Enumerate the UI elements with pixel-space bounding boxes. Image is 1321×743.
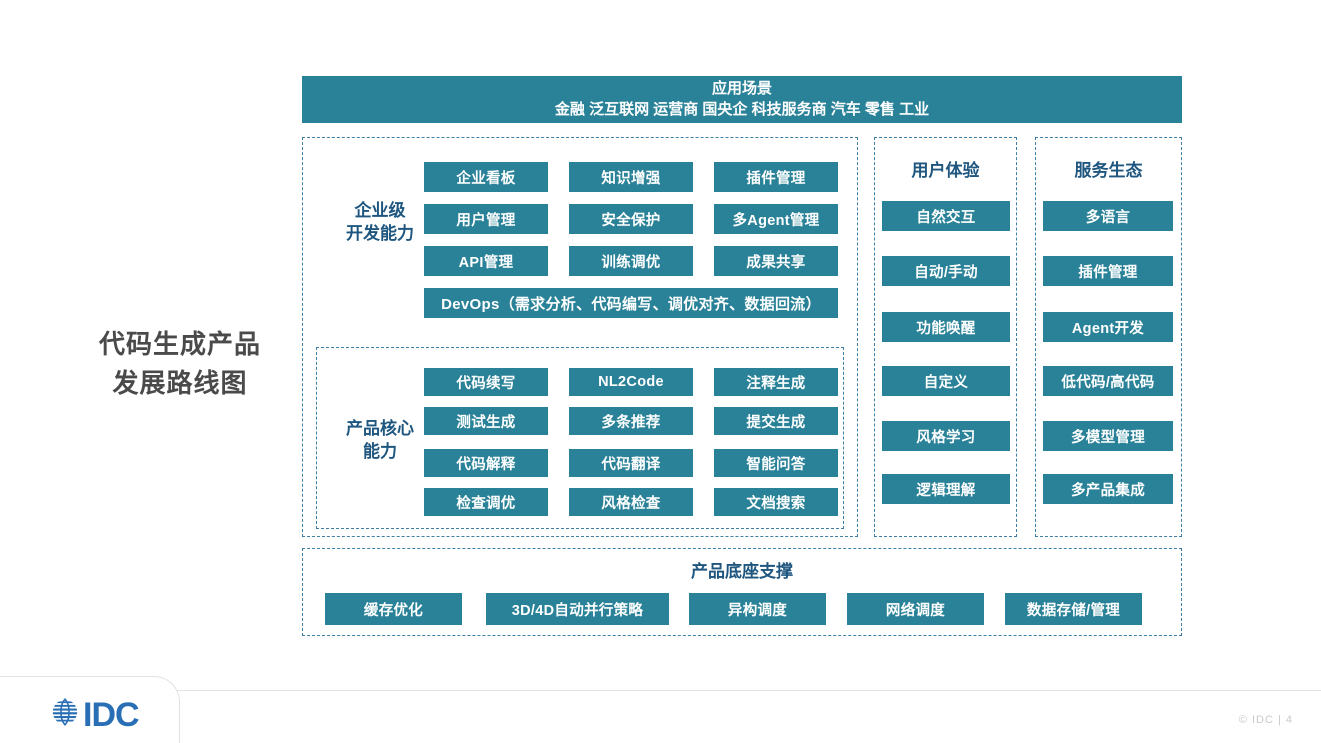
enterprise-label-line1: 企业级 xyxy=(354,201,406,220)
chip-cache-optimization[interactable]: 缓存优化 xyxy=(325,593,462,625)
application-scenario-banner: 应用场景 金融 泛互联网 运营商 国央企 科技服务商 汽车 零售 工业 xyxy=(302,76,1182,123)
chip-auto-manual[interactable]: 自动/手动 xyxy=(882,256,1010,286)
chip-natural-interaction[interactable]: 自然交互 xyxy=(882,201,1010,231)
footer-divider xyxy=(0,690,1321,691)
chip-style-check[interactable]: 风格检查 xyxy=(569,488,693,516)
chip-customization[interactable]: 自定义 xyxy=(882,366,1010,396)
idc-wordmark: IDC xyxy=(83,695,140,734)
chip-multi-model-management[interactable]: 多模型管理 xyxy=(1043,421,1173,451)
chip-code-explanation[interactable]: 代码解释 xyxy=(424,449,548,477)
chip-logic-understanding[interactable]: 逻辑理解 xyxy=(882,474,1010,504)
chip-test-generation[interactable]: 测试生成 xyxy=(424,407,548,435)
chip-devops[interactable]: DevOps（需求分析、代码编写、调优对齐、数据回流） xyxy=(424,288,838,318)
page-title: 代码生成产品 发展路线图 xyxy=(60,325,300,403)
globe-icon xyxy=(50,697,80,732)
user-experience-frame xyxy=(874,137,1017,537)
left-capability-frame xyxy=(302,137,858,537)
chip-knowledge-enhancement[interactable]: 知识增强 xyxy=(569,162,693,192)
enterprise-label-line2: 开发能力 xyxy=(346,223,414,243)
chip-document-search[interactable]: 文档搜索 xyxy=(714,488,838,516)
chip-training-tuning[interactable]: 训练调优 xyxy=(569,246,693,276)
chip-commit-generation[interactable]: 提交生成 xyxy=(714,407,838,435)
chip-code-completion[interactable]: 代码续写 xyxy=(424,368,548,396)
enterprise-capability-label: 企业级 开发能力 xyxy=(334,200,426,246)
chip-agent-development[interactable]: Agent开发 xyxy=(1043,312,1173,342)
chip-multi-agent-management[interactable]: 多Agent管理 xyxy=(714,204,838,234)
scenario-banner-title: 应用场景 xyxy=(711,80,772,98)
chip-inspection-tuning[interactable]: 检查调优 xyxy=(424,488,548,516)
core-capability-label: 产品核心 能力 xyxy=(330,418,430,464)
idc-logo: IDC xyxy=(50,695,140,734)
chip-multi-language[interactable]: 多语言 xyxy=(1043,201,1173,231)
chip-intelligent-qa[interactable]: 智能问答 xyxy=(714,449,838,477)
chip-nl2code[interactable]: NL2Code xyxy=(569,368,693,396)
chip-api-management[interactable]: API管理 xyxy=(424,246,548,276)
chip-style-learning[interactable]: 风格学习 xyxy=(882,421,1010,451)
chip-security-protection[interactable]: 安全保护 xyxy=(569,204,693,234)
chip-3d4d-parallel-strategy[interactable]: 3D/4D自动并行策略 xyxy=(486,593,669,625)
footer-copyright-page: © IDC | 4 xyxy=(1238,714,1293,726)
chip-user-management[interactable]: 用户管理 xyxy=(424,204,548,234)
page-title-line1: 代码生成产品 xyxy=(98,329,261,359)
service-ecosystem-heading: 服务生态 xyxy=(1074,161,1143,180)
chip-multi-suggestion[interactable]: 多条推荐 xyxy=(569,407,693,435)
chip-network-scheduling[interactable]: 网络调度 xyxy=(847,593,984,625)
scenario-banner-industries: 金融 泛互联网 运营商 国央企 科技服务商 汽车 零售 工业 xyxy=(554,100,930,118)
page-title-line2: 发展路线图 xyxy=(112,368,248,398)
footer-logo-tab xyxy=(0,676,180,743)
chip-data-storage-management[interactable]: 数据存储/管理 xyxy=(1005,593,1142,625)
chip-plugin-management-svc[interactable]: 插件管理 xyxy=(1043,256,1173,286)
service-ecosystem-frame xyxy=(1035,137,1182,537)
chip-low-high-code[interactable]: 低代码/高代码 xyxy=(1043,366,1173,396)
chip-function-wakeup[interactable]: 功能唤醒 xyxy=(882,312,1010,342)
chip-multi-product-integration[interactable]: 多产品集成 xyxy=(1043,474,1173,504)
foundation-support-frame xyxy=(302,548,1182,636)
core-capability-frame xyxy=(316,347,844,529)
chip-enterprise-dashboard[interactable]: 企业看板 xyxy=(424,162,548,192)
chip-comment-generation[interactable]: 注释生成 xyxy=(714,368,838,396)
chip-code-translation[interactable]: 代码翻译 xyxy=(569,449,693,477)
chip-plugin-management[interactable]: 插件管理 xyxy=(714,162,838,192)
foundation-heading: 产品底座支撑 xyxy=(691,562,793,581)
core-label-line1: 产品核心 xyxy=(346,419,414,438)
chip-result-sharing[interactable]: 成果共享 xyxy=(714,246,838,276)
core-label-line2: 能力 xyxy=(363,441,397,461)
chip-heterogeneous-scheduling[interactable]: 异构调度 xyxy=(689,593,826,625)
user-experience-heading: 用户体验 xyxy=(911,161,980,180)
